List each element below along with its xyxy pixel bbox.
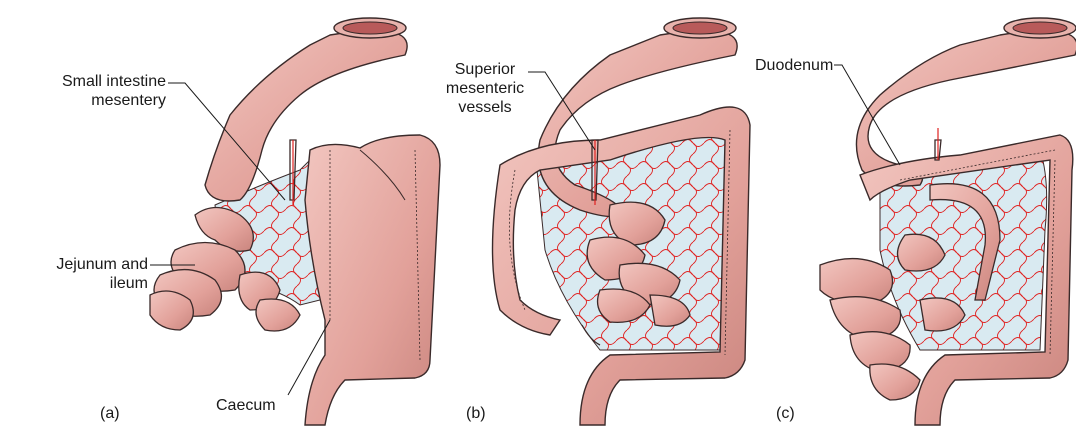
colon-a — [305, 135, 440, 425]
label-duodenum: Duodenum — [755, 56, 833, 75]
label-jejunum-ileum: Jejunum and ileum — [8, 255, 148, 293]
panel-letter-b: (b) — [466, 405, 486, 423]
label-small-intestine-mesentery: Small intestine mesentery — [18, 72, 166, 110]
label-superior-line2: mesenteric — [440, 79, 530, 98]
panel-c-diagram — [820, 18, 1076, 425]
label-caecum: Caecum — [216, 396, 276, 415]
panel-b-diagram — [493, 18, 751, 425]
label-jejunum-line2: ileum — [8, 274, 148, 293]
panel-letter-c: (c) — [776, 405, 795, 423]
label-jejunum-line1: Jejunum and — [8, 255, 148, 274]
label-superior-mesenteric-vessels: Superior mesenteric vessels — [440, 60, 530, 117]
label-small-intestine-line2: mesentery — [18, 91, 166, 110]
panel-a-diagram — [150, 18, 440, 425]
label-superior-line3: vessels — [440, 98, 530, 117]
label-superior-line1: Superior — [440, 60, 530, 79]
panel-letter-a: (a) — [100, 405, 120, 423]
label-small-intestine-line1: Small intestine — [18, 72, 166, 91]
